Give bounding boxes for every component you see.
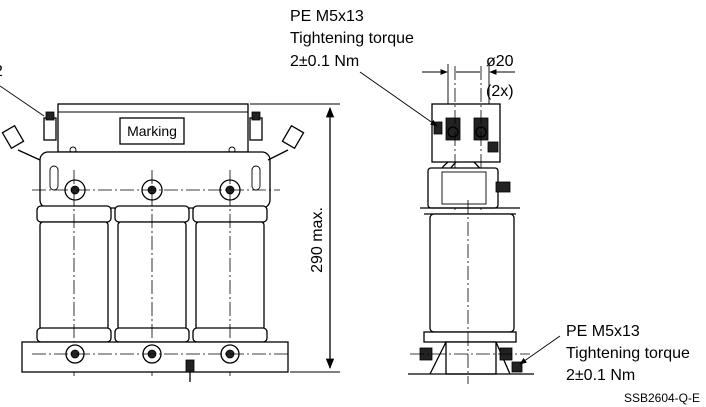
pe-bottom-annotation: PE M5x13 Tightening torque 2±0.1 Nm <box>519 323 690 384</box>
drawing-id: SSB2604-Q-E <box>624 391 700 405</box>
side-coil <box>429 213 515 333</box>
diameter-dimension: ø20 (2x) <box>422 53 515 104</box>
svg-text:Tightening torque: Tightening torque <box>566 345 690 362</box>
marking-label: Marking <box>127 123 177 139</box>
height-label: 290 max. <box>309 207 326 273</box>
svg-text:2±0.1 Nm: 2±0.1 Nm <box>290 53 359 70</box>
svg-text:2: 2 <box>0 63 3 80</box>
svg-text:PE M5x13: PE M5x13 <box>566 323 640 340</box>
height-dimension: 290 max. <box>250 103 340 373</box>
side-view <box>408 66 534 384</box>
pe-top-annotation: PE M5x13 Tightening torque 2±0.1 Nm <box>290 8 438 127</box>
svg-text:PE M5x13: PE M5x13 <box>290 8 364 25</box>
diameter-label: ø20 <box>486 53 514 70</box>
front-view: Marking <box>0 63 305 382</box>
svg-text:Tightening torque: Tightening torque <box>290 30 414 47</box>
diameter-count-label: (2x) <box>486 83 514 100</box>
marking-box <box>119 117 185 145</box>
svg-text:2±0.1 Nm: 2±0.1 Nm <box>566 367 635 384</box>
